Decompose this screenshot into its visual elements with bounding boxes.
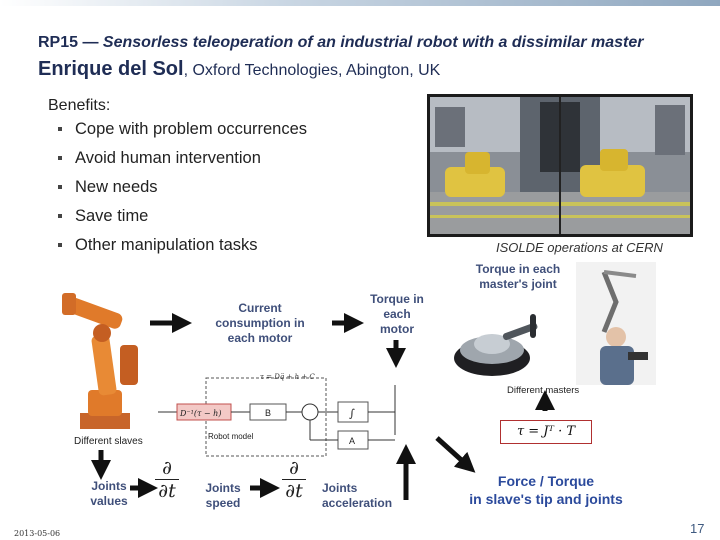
label-line: values: [90, 494, 128, 508]
deriv-denominator: ∂t: [285, 480, 303, 502]
joints-acceleration-label: Joints acceleration: [322, 481, 412, 511]
benefits-block: Benefits: Cope with problem occurrences …: [48, 97, 307, 264]
label-line: each: [383, 307, 411, 321]
deriv-numerator: ∂: [289, 457, 299, 479]
list-item: Cope with problem occurrences: [48, 119, 307, 148]
label-line: in slave's tip and joints: [469, 491, 623, 507]
joints-speed-label: Joints speed: [200, 481, 246, 511]
robot-model-diagram: τ = Dq̈ + h + C D⁻¹(τ − h) B ∫ A Robot m…: [158, 373, 396, 457]
top-rule: [0, 0, 720, 6]
different-masters-label: Different masters: [507, 385, 580, 396]
benefit-text: Cope with problem occurrences: [75, 120, 308, 138]
label-line: master's joint: [479, 277, 557, 291]
deriv-numerator: ∂: [162, 457, 172, 479]
jacobian-formula: τ = Jᵀ · T: [500, 420, 592, 444]
label-line: Torque in each: [475, 262, 561, 276]
benefit-text: Save time: [75, 207, 149, 225]
page-number: 17: [690, 521, 705, 536]
inverse-dynamics-block: D⁻¹(τ − h): [179, 409, 221, 418]
benefit-text: Other manipulation tasks: [75, 236, 258, 254]
benefit-text: Avoid human intervention: [75, 149, 261, 167]
exoskeleton-operator-illustration: [576, 262, 656, 385]
label-line: acceleration: [322, 496, 393, 510]
label-line: Joints: [91, 479, 127, 493]
label-line: speed: [205, 496, 241, 510]
b-block: B: [265, 408, 271, 418]
bullet-icon: [58, 214, 62, 218]
label-line: consumption in: [215, 316, 305, 330]
bullet-icon: [58, 156, 62, 160]
joints-values-label: Joints values: [86, 479, 132, 509]
robot-model-label: Robot model: [208, 432, 254, 441]
label-line: Current: [238, 301, 282, 315]
list-item: Avoid human intervention: [48, 148, 307, 177]
benefits-list: Cope with problem occurrences Avoid huma…: [48, 119, 307, 264]
a-block: A: [349, 436, 355, 446]
title-text: Sensorless teleoperation of an industria…: [102, 34, 644, 51]
label-line: Torque in: [370, 292, 424, 306]
derivative-2: ∂ ∂t: [282, 458, 306, 501]
integral-block: ∫: [349, 407, 355, 420]
author-name: Enrique del Sol: [38, 58, 184, 80]
torque-motor-label: Torque in each motor: [362, 292, 432, 337]
isolde-photo: [427, 94, 693, 237]
different-slaves-label: Different slaves: [74, 436, 143, 447]
industrial-robot-illustration: [62, 293, 138, 429]
photo-illustration: [430, 97, 690, 234]
title-prefix: RP15 —: [38, 34, 103, 51]
affiliation: , Oxford Technologies, Abington, UK: [183, 62, 441, 79]
label-line: Joints: [322, 481, 358, 495]
bullet-icon: [58, 243, 62, 247]
benefit-text: New needs: [75, 178, 158, 196]
label-line: motor: [380, 322, 414, 336]
label-line: each motor: [227, 331, 293, 345]
current-consumption-label: Current consumption in each motor: [208, 301, 312, 346]
slide-date: 2013-05-06: [14, 529, 61, 538]
deriv-denominator: ∂t: [158, 480, 176, 502]
slide-subtitle: Enrique del Sol, Oxford Technologies, Ab…: [38, 58, 440, 81]
fraction-line: [282, 479, 306, 480]
fraction-line: [155, 479, 179, 480]
label-line: Force / Torque: [497, 473, 595, 489]
haptic-master-illustration: [454, 314, 538, 376]
bullet-icon: [58, 185, 62, 189]
model-equation: τ = Dq̈ + h + C: [260, 373, 315, 381]
slide-title: RP15 — Sensorless teleoperation of an in…: [38, 34, 644, 52]
benefits-heading: Benefits:: [48, 97, 111, 114]
list-item: Other manipulation tasks: [48, 235, 307, 264]
photo-caption: ISOLDE operations at CERN: [496, 240, 663, 255]
label-line: Joints: [205, 481, 241, 495]
arrow-diagonal-force: [435, 436, 476, 473]
derivative-1: ∂ ∂t: [155, 458, 179, 501]
bullet-icon: [58, 127, 62, 131]
list-item: Save time: [48, 206, 307, 235]
torque-master-label: Torque in each master's joint: [466, 262, 570, 292]
list-item: New needs: [48, 177, 307, 206]
force-torque-label: Force / Torque in slave's tip and joints: [452, 472, 640, 508]
